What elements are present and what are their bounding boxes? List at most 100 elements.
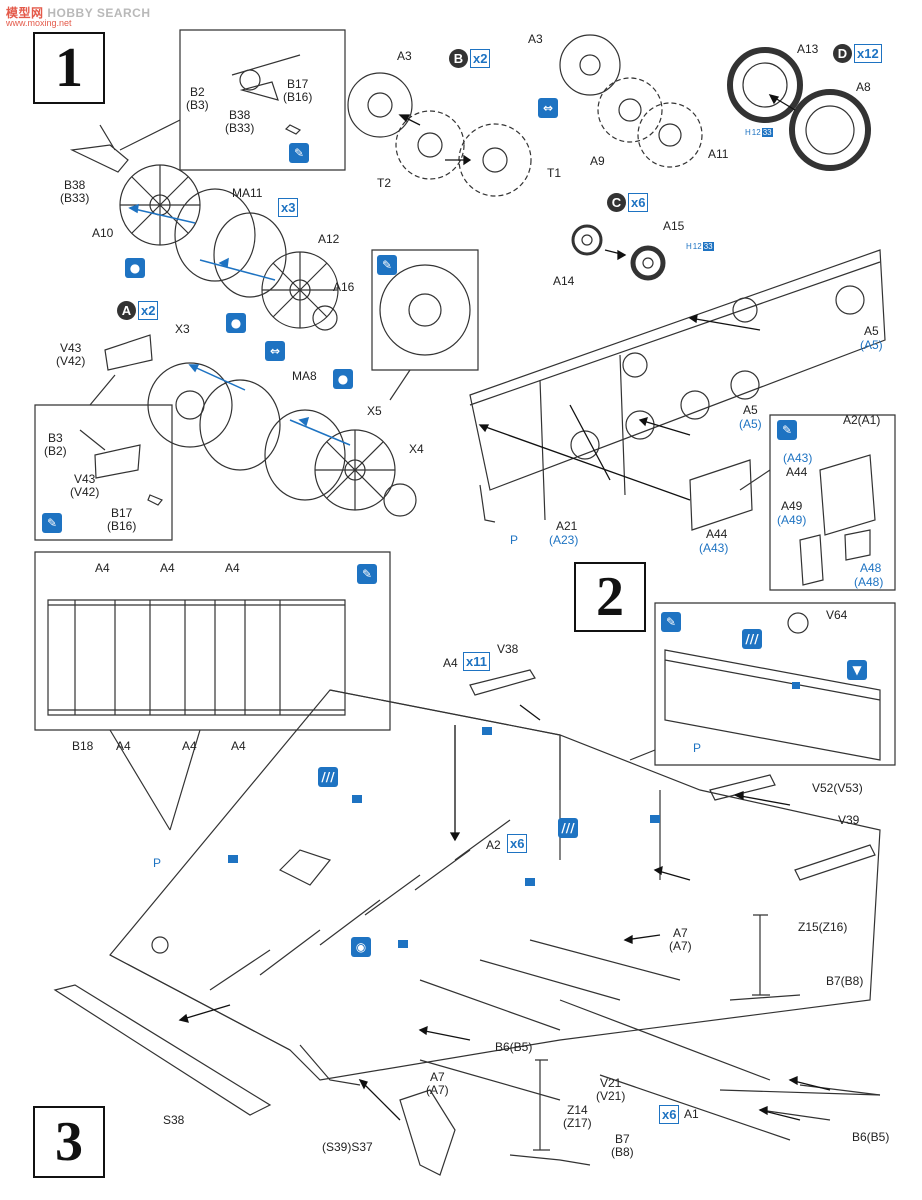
part-label-a4-b1: A4 — [116, 739, 131, 753]
photo-etch-icon: /// — [742, 629, 762, 649]
badge-c-count: x6 — [628, 193, 649, 212]
badge-b-letter: B — [449, 49, 468, 68]
a2-count-text: x6 — [507, 834, 528, 853]
part-label-a7-left: A7 (A7) — [426, 1070, 449, 1097]
part-label-b2: B2 (B3) — [186, 85, 209, 112]
a1-count-text: x6 — [659, 1105, 680, 1124]
part-label-a2: A2 — [486, 838, 501, 852]
part-label-a9: A9 — [590, 154, 605, 168]
part-label-a3-r: A3 — [528, 32, 543, 46]
cement-drop-icon: ● — [226, 313, 246, 333]
part-label-a5-top: A5 — [864, 324, 879, 338]
badge-d-count: x12 — [854, 44, 882, 63]
watermark-site: www.moxing.net — [6, 18, 72, 28]
rotate-both-ways-icon: ⇔ — [538, 98, 558, 118]
part-label-a5-mid-alt: (A5) — [739, 417, 762, 431]
part-label-v21: V21 (V21) — [596, 1076, 626, 1103]
part-label-v43-inset: V43 (V42) — [70, 472, 100, 499]
a1-count: x6 — [659, 1105, 680, 1124]
part-label-v64: V64 — [826, 608, 848, 622]
part-label-b18: B18 — [72, 739, 94, 753]
part-label-x3: X3 — [175, 322, 190, 336]
part-label-b6-mid: B6(B5) — [495, 1040, 533, 1054]
badge-d: D x12 — [833, 44, 882, 63]
badge-c-letter: C — [607, 193, 626, 212]
part-label-b7-right: B7(B8) — [826, 974, 864, 988]
a4-count: x11 — [463, 652, 490, 671]
part-label-a10: A10 — [92, 226, 114, 240]
part-label-b38-top: B38 (B33) — [225, 108, 255, 135]
a2-count: x6 — [507, 834, 528, 853]
no-glue-icon: ◉ — [351, 937, 371, 957]
badge-b-count: x2 — [470, 49, 491, 68]
part-label-a49: A49 — [781, 499, 803, 513]
part-label-b38-left: B38 (B33) — [60, 178, 90, 205]
part-label-b7-bottom: B7 (B8) — [611, 1132, 634, 1159]
step-number-2: 2 — [574, 562, 646, 632]
part-label-a14: A14 — [553, 274, 575, 288]
part-label-a43-inset: (A43) — [783, 451, 813, 465]
part-label-p-inset: P — [693, 741, 702, 755]
part-label-a12: A12 — [318, 232, 340, 246]
part-label-a48-alt: (A48) — [854, 575, 884, 589]
part-label-a48: A48 — [860, 561, 882, 575]
glue-brush-icon: ✎ — [42, 513, 62, 533]
a4-count-text: x11 — [463, 652, 490, 671]
watermark-brand-b: HOBBY SEARCH — [47, 6, 151, 20]
part-label-t1: T1 — [547, 166, 562, 180]
part-label-a44-alt: (A43) — [699, 541, 729, 555]
photo-etch-icon: /// — [318, 767, 338, 787]
ma11-count: x3 — [278, 198, 299, 217]
part-label-b17-inset: B17 (B16) — [107, 506, 137, 533]
part-label-a11: A11 — [708, 147, 729, 161]
part-label-a4-b2: A4 — [182, 739, 197, 753]
part-label-a49-alt: (A49) — [777, 513, 807, 527]
photo-etch-icon: /// — [558, 818, 578, 838]
part-label-a8: A8 — [856, 80, 871, 94]
part-label-a4-t3: A4 — [225, 561, 240, 575]
cement-drop-icon: ● — [333, 369, 353, 389]
badge-a: A x2 — [117, 301, 159, 320]
paint-code-c-a: 12 — [692, 242, 702, 251]
step-number-1: 1 — [33, 32, 105, 104]
part-label-s37: (S39)S37 — [322, 1140, 373, 1154]
glue-brush-icon: ✎ — [289, 143, 309, 163]
part-label-b3: B3 (B2) — [44, 431, 67, 458]
paint-code-c: H 12 33 — [686, 242, 714, 251]
part-label-b17-top: B17 (B16) — [283, 77, 313, 104]
part-label-a44: A44 — [706, 527, 728, 541]
part-label-z14: Z14 (Z17) — [563, 1103, 592, 1130]
part-label-a5-top-alt: (A5) — [860, 338, 883, 352]
part-label-t2: T2 — [377, 176, 392, 190]
badge-a-letter: A — [117, 301, 136, 320]
part-label-ma8: MA8 — [292, 369, 317, 383]
part-label-a4-t1: A4 — [95, 561, 110, 575]
drill-hole-icon: ▼ — [847, 660, 867, 680]
watermark-brand-a: 模型网 — [6, 6, 44, 20]
badge-d-letter: D — [833, 44, 852, 63]
part-label-a4-b3: A4 — [231, 739, 246, 753]
part-label-b6-right: B6(B5) — [852, 1130, 890, 1144]
part-label-x5: X5 — [367, 404, 382, 418]
badge-c: C x6 — [607, 193, 649, 212]
paint-code-c-h: H — [686, 242, 692, 251]
part-label-s38: S38 — [163, 1113, 185, 1127]
part-label-a44-inset: A44 — [786, 465, 808, 479]
ma11-count-text: x3 — [278, 198, 299, 217]
paint-code-c-b: 33 — [702, 242, 714, 251]
badge-b: B x2 — [449, 49, 491, 68]
glue-brush-icon: ✎ — [357, 564, 377, 584]
part-label-a13: A13 — [797, 42, 819, 56]
part-label-a5-mid: A5 — [743, 403, 758, 417]
part-label-a21-alt: (A23) — [549, 533, 579, 547]
part-label-a4-main: A4 — [443, 656, 458, 670]
part-label-a7-right: A7 (A7) — [669, 926, 692, 953]
glue-brush-icon: ✎ — [777, 420, 797, 440]
paint-code-d-a: 12 — [751, 128, 761, 137]
badge-a-count: x2 — [138, 301, 159, 320]
part-label-z15: Z15(Z16) — [798, 920, 848, 934]
part-label-v43: V43 (V42) — [56, 341, 86, 368]
part-label-a21: A21 — [556, 519, 578, 533]
part-label-a2-inset: A2(A1) — [843, 413, 881, 427]
